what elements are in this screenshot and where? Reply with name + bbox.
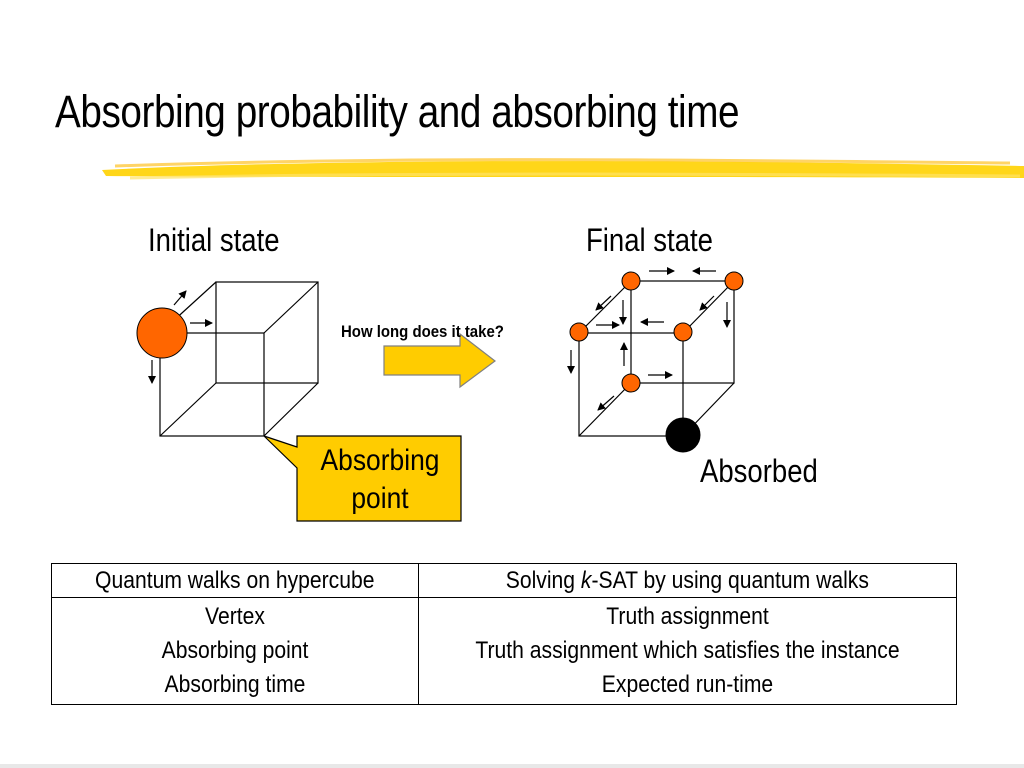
left-row-item: Vertex <box>74 600 396 634</box>
footer-divider <box>0 764 1024 768</box>
left-row-item: Absorbing time <box>74 668 396 702</box>
final-node <box>674 323 692 341</box>
table-header-row: Quantum walks on hypercube Solving k-SAT… <box>52 564 957 598</box>
header-right-italic: k <box>581 567 592 594</box>
header-right-suffix: -SAT by using quantum walks <box>592 567 869 594</box>
absorbed-label: Absorbed <box>700 453 818 490</box>
initial-state-label: Initial state <box>148 222 280 259</box>
table-left-cell: Vertex Absorbing point Absorbing time <box>52 598 419 705</box>
left-row-item: Absorbing point <box>74 634 396 668</box>
final-node <box>622 374 640 392</box>
header-right-prefix: Solving <box>506 567 581 594</box>
final-arrows <box>571 271 727 410</box>
table-row: Vertex Absorbing point Absorbing time Tr… <box>52 598 957 705</box>
question-label: How long does it take? <box>341 322 504 342</box>
correspondence-table: Quantum walks on hypercube Solving k-SAT… <box>51 563 957 705</box>
final-node <box>725 272 743 290</box>
callout-line-2: point <box>310 480 451 518</box>
right-row-item: Truth assignment which satisfies the ins… <box>451 634 924 668</box>
final-node <box>622 272 640 290</box>
title-underline-brush <box>102 160 1024 178</box>
final-state-label: Final state <box>586 222 713 259</box>
final-node <box>570 323 588 341</box>
table-header-right: Solving k-SAT by using quantum walks <box>419 564 957 598</box>
table-right-cell: Truth assignment Truth assignment which … <box>419 598 957 705</box>
callout-text: Absorbing point <box>310 442 451 518</box>
table-header-left: Quantum walks on hypercube <box>52 564 419 598</box>
right-row-item: Truth assignment <box>451 600 924 634</box>
initial-cube <box>160 282 318 436</box>
absorbed-node <box>666 418 700 452</box>
right-row-item: Expected run-time <box>451 668 924 702</box>
callout-line-1: Absorbing <box>310 442 451 480</box>
initial-walker-node <box>137 308 187 358</box>
